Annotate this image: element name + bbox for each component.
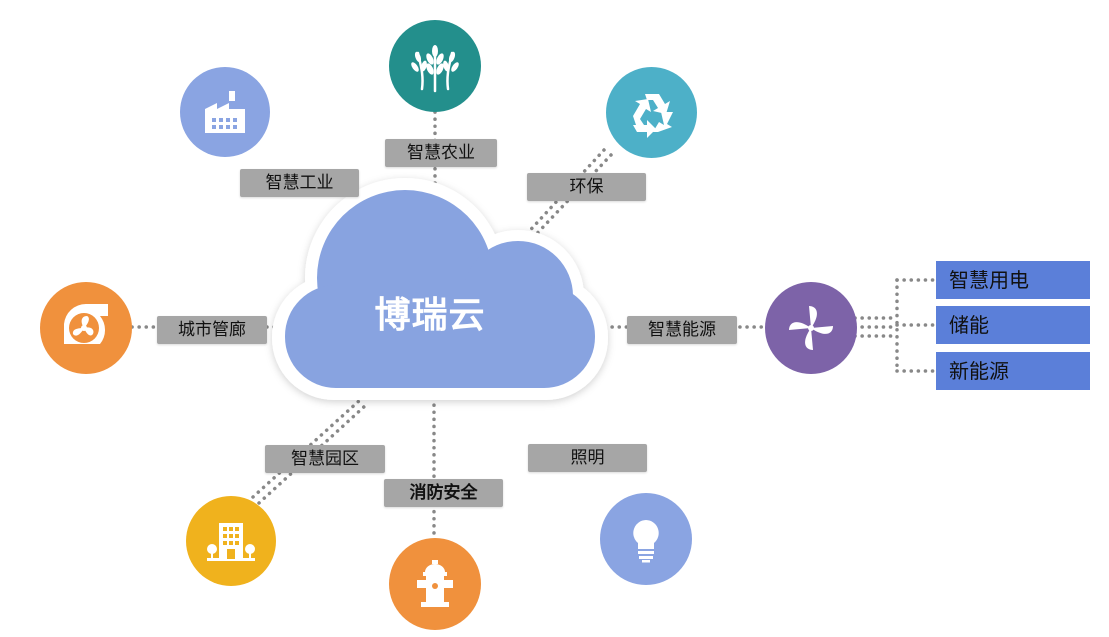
label-lighting: 照明 (528, 444, 647, 472)
wheat-icon[interactable] (389, 20, 481, 112)
cloud-title: 博瑞云 (374, 295, 486, 336)
building-icon[interactable] (186, 496, 276, 586)
label-smart-energy: 智慧能源 (627, 316, 737, 344)
label-environment: 环保 (527, 173, 646, 201)
label-smart-park: 智慧园区 (265, 445, 385, 473)
energy-sub-smart-electricity[interactable]: 智慧用电 (936, 261, 1090, 299)
lightbulb-icon[interactable] (600, 493, 692, 585)
label-smart-agriculture: 智慧农业 (385, 139, 497, 167)
energy-sub-new-energy[interactable]: 新能源 (936, 352, 1090, 390)
label-smart-industry: 智慧工业 (240, 169, 359, 197)
label-utility-tunnel: 城市管廊 (157, 316, 267, 344)
fire-hydrant-icon[interactable] (389, 538, 481, 630)
label-fire-safety: 消防安全 (384, 479, 503, 507)
windmill-icon[interactable] (765, 282, 857, 374)
cloud-shape (272, 178, 608, 400)
energy-sub-storage[interactable]: 储能 (936, 306, 1090, 344)
connector-environment-a (521, 148, 606, 240)
fan-duct-icon[interactable] (40, 282, 132, 374)
recycle-icon[interactable] (606, 67, 697, 158)
connector-environment-b (527, 153, 613, 244)
factory-icon[interactable] (180, 67, 270, 157)
